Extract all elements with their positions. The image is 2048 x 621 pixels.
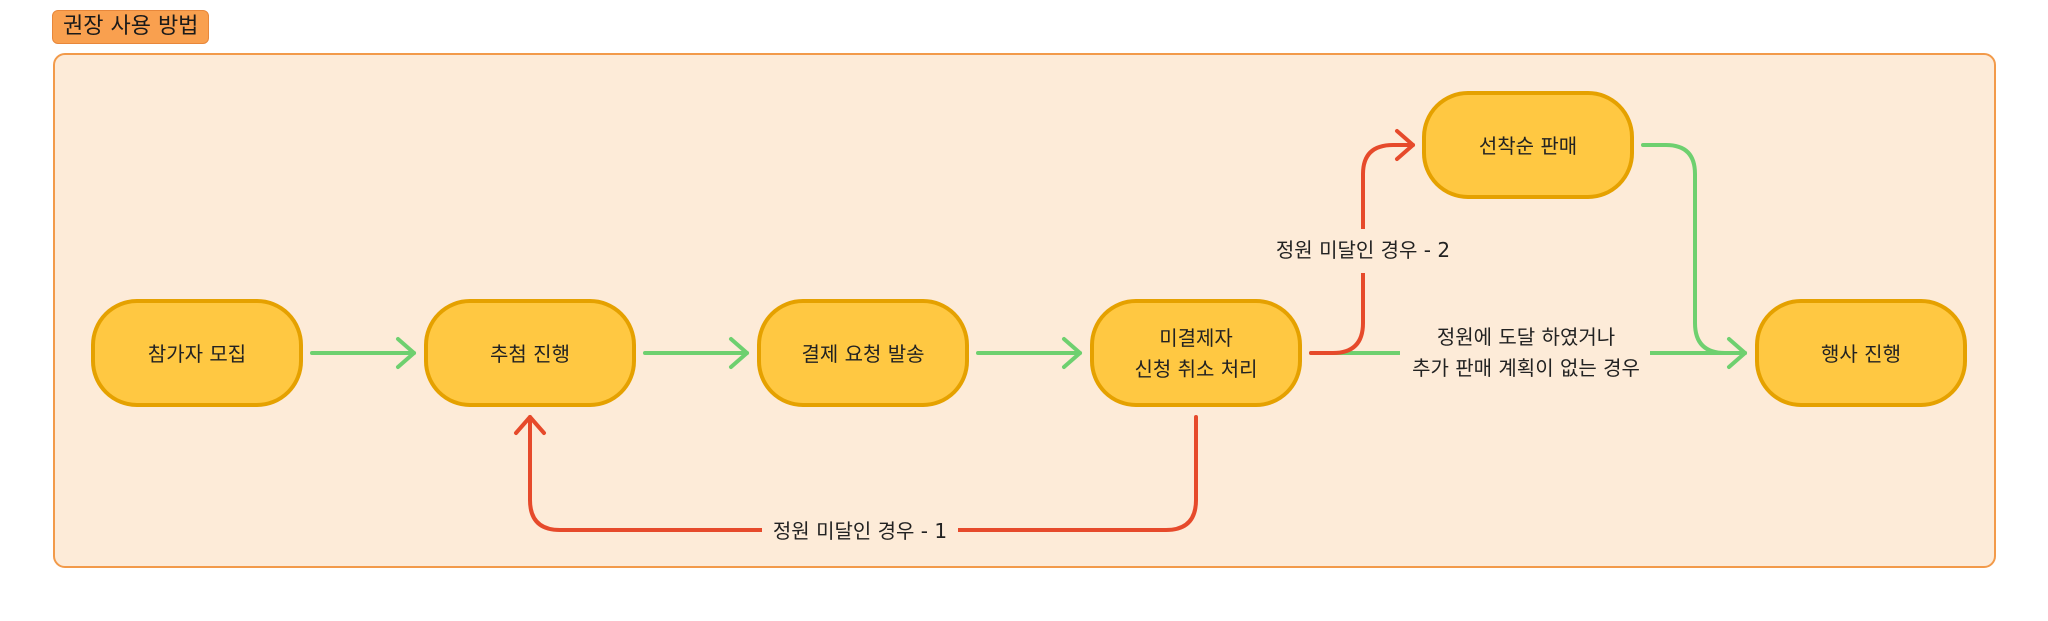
node-lottery-label: 추첨 진행 [490, 342, 570, 366]
node-recruit: 참가자 모집 [91, 299, 303, 407]
label-quota-reached: 정원에 도달 하였거나 추가 판매 계획이 없는 경우 [1400, 318, 1650, 388]
node-event-label: 행사 진행 [1821, 342, 1901, 366]
label-quota-reached-line1: 정원에 도달 하였거나 [1437, 325, 1615, 349]
label-quota-reached-line2: 추가 판매 계획이 없는 경우 [1412, 356, 1640, 380]
edge-payment-to-cancel [976, 337, 1082, 369]
edge-firstcome-to-event [1641, 143, 1747, 355]
node-payment-label: 결제 요청 발송 [801, 342, 924, 366]
node-cancel: 미결제자 신청 취소 처리 [1090, 299, 1302, 407]
node-firstcome: 선착순 판매 [1422, 91, 1634, 199]
section-title: 권장 사용 방법 [52, 10, 210, 44]
label-under-quota-2: 정원 미달인 경우 - 2 [1264, 229, 1462, 273]
node-lottery: 추첨 진행 [424, 299, 636, 407]
flow-panel [53, 53, 1996, 568]
node-payment: 결제 요청 발송 [757, 299, 969, 407]
node-event: 행사 진행 [1755, 299, 1967, 407]
node-cancel-label-line1: 미결제자 [1159, 326, 1233, 350]
node-cancel-label-line2: 신청 취소 처리 [1134, 357, 1257, 381]
label-under-quota-2-text: 정원 미달인 경우 - 2 [1276, 238, 1450, 262]
label-under-quota-1-text: 정원 미달인 경우 - 1 [773, 519, 947, 543]
edge-lottery-to-payment [643, 337, 749, 369]
label-under-quota-1: 정원 미달인 경우 - 1 [762, 513, 958, 547]
edge-recruit-to-lottery [310, 337, 416, 369]
node-recruit-label: 참가자 모집 [148, 342, 246, 366]
node-firstcome-label: 선착순 판매 [1479, 134, 1577, 158]
